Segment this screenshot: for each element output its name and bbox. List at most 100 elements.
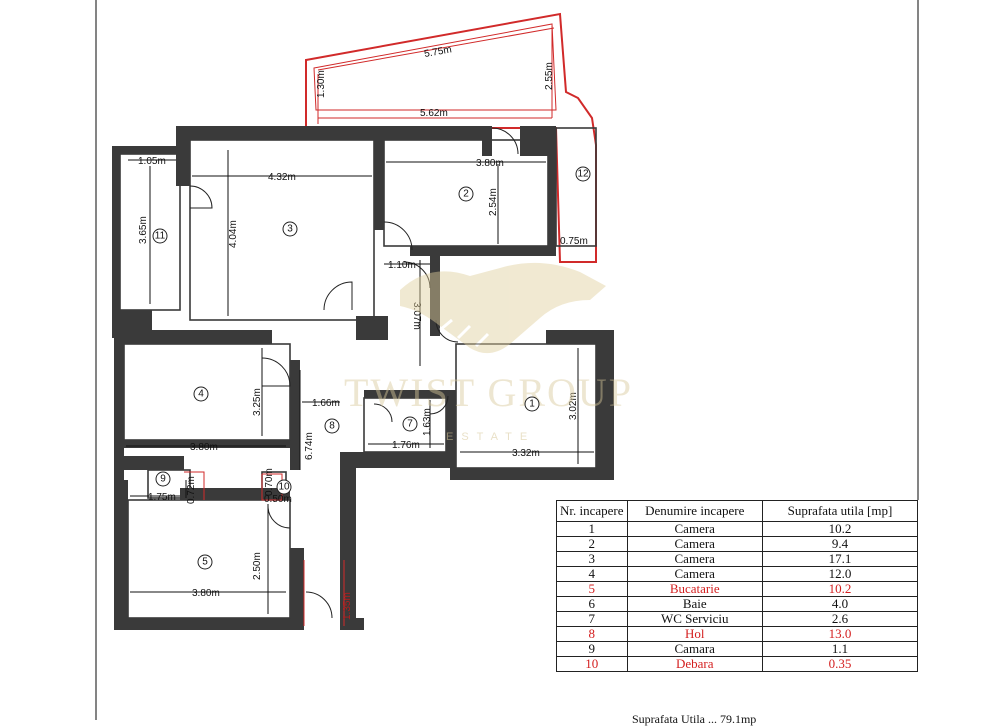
dimension-lines: [126, 26, 594, 624]
room-marker-circle: [524, 396, 540, 412]
cell-area: 9.4: [761, 536, 919, 552]
room-marker-2: 2: [458, 186, 474, 202]
dim-balcony-inner: 5.62m: [420, 108, 448, 119]
cell-name: Camara: [626, 641, 763, 657]
dim-room6-width: 3.32m: [512, 448, 540, 459]
dim-wc-height: 1.63m: [422, 408, 433, 436]
room-marker-label: 8: [329, 421, 335, 432]
dim-entrance-width: 1.35m: [342, 592, 353, 620]
cell-nr: 7: [556, 611, 628, 627]
room-marker-10: 10: [276, 479, 292, 495]
cell-area: 2.6: [761, 611, 919, 627]
dim-balcony-top: 5.75m: [423, 44, 452, 60]
room-area-table: Nr. incapere Denumire incapere Suprafata…: [556, 500, 919, 672]
room-marker-label: 7: [407, 419, 413, 430]
cell-name: Camera: [626, 521, 763, 537]
room-marker-circle: [458, 186, 474, 202]
room-marker-label: 5: [202, 557, 208, 568]
dim-room3-height: 4.04m: [228, 220, 239, 248]
dim-room11-height: 3.65m: [138, 216, 149, 244]
room-marker-circle: [324, 418, 340, 434]
room-marker-circle: [402, 416, 418, 432]
dim-room2-height: 2.54m: [488, 188, 499, 216]
dim-wc-width: 1.76m: [392, 440, 420, 451]
handshake-logo-icon: [400, 262, 606, 354]
cell-area: 10.2: [761, 581, 919, 597]
room-marker-label: 1: [529, 399, 535, 410]
room-marker-label: 2: [463, 189, 469, 200]
dim-room5-height: 2.50m: [252, 552, 263, 580]
dim-room12-width: 0.75m: [560, 236, 588, 247]
cell-name: Camera: [626, 536, 763, 552]
header-name: Denumire incapere: [626, 500, 763, 522]
room-marker-circle: [193, 386, 209, 402]
room-marker-label: 4: [198, 389, 204, 400]
room-marker-8: 8: [324, 418, 340, 434]
dim-hall-height: 3.07m: [411, 302, 422, 330]
room-marker-7: 7: [402, 416, 418, 432]
room-marker-3: 3: [282, 221, 298, 237]
cell-nr: 4: [556, 566, 628, 582]
watermark-subtitle: ESTATE: [446, 431, 535, 443]
dim-room9-height: 0.72m: [186, 476, 197, 504]
doors: [189, 127, 519, 619]
dim-hol-height: 6.74m: [304, 432, 315, 460]
room-outlines: [119, 127, 597, 619]
room-marker-circle: [155, 471, 171, 487]
room-marker-label: 3: [287, 224, 293, 235]
cell-area: 12.0: [761, 566, 919, 582]
dim-room10-width: 0.50m: [264, 494, 292, 505]
cell-nr: 8: [556, 626, 628, 642]
cell-name: Camera: [626, 551, 763, 567]
room-marker-label: 11: [155, 231, 166, 242]
header-area: Suprafata utila [mp]: [761, 500, 919, 522]
room-marker-circle: [152, 228, 168, 244]
room-marker-label: 10: [278, 482, 290, 493]
dimension-labels: 5.75m 5.62m 1.30m 2.55m 1.05m 3.65m 4.32…: [138, 44, 588, 620]
cell-nr: 5: [556, 581, 628, 597]
dim-room10-height: 0.70m: [264, 468, 275, 496]
room-marker-11: 11: [152, 228, 168, 244]
cell-nr: 3: [556, 551, 628, 567]
cell-name: Bucatarie: [626, 581, 763, 597]
cell-nr: 9: [556, 641, 628, 657]
cell-area: 0.35: [761, 656, 919, 672]
room-marker-9: 9: [155, 471, 171, 487]
watermark: TWIST GROUP ESTATE: [344, 262, 633, 443]
room-marker-1: 1: [524, 396, 540, 412]
room-marker-circle: [276, 479, 292, 495]
watermark-title: TWIST GROUP: [344, 370, 633, 415]
cell-area: 4.0: [761, 596, 919, 612]
room-marker-4: 4: [193, 386, 209, 402]
room-marker-label: 9: [160, 474, 166, 485]
cell-name: Hol: [626, 626, 763, 642]
room-marker-circle: [575, 166, 591, 182]
dim-room3-width: 4.32m: [268, 172, 296, 183]
room-marker-12: 12: [575, 166, 591, 182]
cell-nr: 10: [556, 656, 628, 672]
dim-hall-width: 1.10m: [388, 260, 416, 271]
cell-nr: 1: [556, 521, 628, 537]
dim-room4-height: 3.25m: [252, 388, 263, 416]
cell-area: 10.2: [761, 521, 919, 537]
cell-name: Debara: [626, 656, 763, 672]
cell-nr: 6: [556, 596, 628, 612]
dim-room6-height: 3.02m: [568, 392, 579, 420]
cell-name: Camera: [626, 566, 763, 582]
cell-name: Baie: [626, 596, 763, 612]
dim-hol-width: 1.66m: [312, 398, 340, 409]
cell-area: 13.0: [761, 626, 919, 642]
room-marker-circle: [282, 221, 298, 237]
